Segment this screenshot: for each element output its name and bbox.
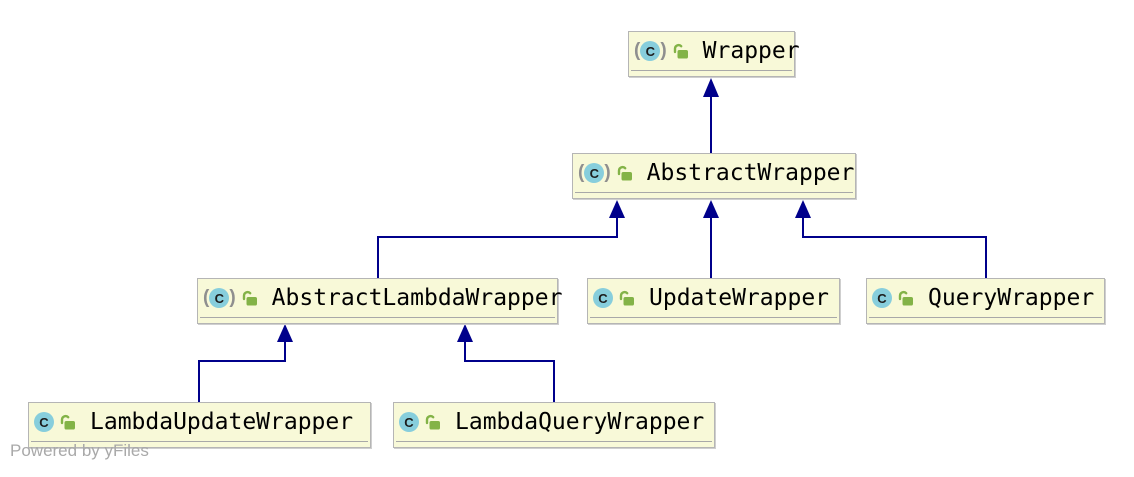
edge-lambdaupdatewrapper-to-abstractlambdawrapper [198, 342, 286, 402]
inheritance-arrowhead [703, 78, 719, 97]
class-node-updatewrapper[interactable]: UpdateWrapper [587, 278, 840, 324]
inheritance-arrowhead [795, 200, 811, 218]
class-node-lambdaupdatewrapper[interactable]: LambdaUpdateWrapper [28, 402, 371, 448]
class-name: QueryWrapper [928, 284, 1095, 311]
class-name: Wrapper [702, 37, 800, 64]
inheritance-arrowhead [703, 200, 719, 218]
lock-open-icon [424, 413, 442, 431]
class-name: LambdaUpdateWrapper [90, 408, 354, 435]
abstract-class-icon [203, 288, 236, 308]
lock-open-icon [59, 413, 77, 431]
abstract-class-icon [634, 41, 667, 61]
lock-open-icon [616, 164, 634, 182]
lock-open-icon [672, 42, 690, 60]
class-name: LambdaQueryWrapper [455, 408, 705, 435]
class-name: AbstractLambdaWrapper [271, 284, 563, 311]
lock-open-icon [241, 289, 259, 307]
class-icon [34, 412, 54, 432]
inheritance-arrowhead [457, 324, 473, 342]
edge-abstractlambdawrapper-to-abstractwrapper [377, 218, 618, 278]
lock-open-icon [897, 289, 915, 307]
inheritance-arrowhead [609, 200, 625, 218]
lock-open-icon [618, 289, 636, 307]
class-icon [399, 412, 419, 432]
inheritance-arrowhead [277, 324, 293, 342]
edge-querywrapper-to-abstractwrapper [802, 218, 987, 278]
class-node-wrapper[interactable]: Wrapper [628, 31, 800, 77]
class-name: AbstractWrapper [646, 159, 855, 186]
abstract-class-icon [578, 163, 611, 183]
class-icon [872, 288, 892, 308]
class-name: UpdateWrapper [649, 284, 830, 311]
class-node-abstractwrapper[interactable]: AbstractWrapper [572, 153, 856, 199]
edge-lambdaquerywrapper-to-abstractlambdawrapper [464, 342, 555, 402]
class-node-querywrapper[interactable]: QueryWrapper [866, 278, 1105, 324]
class-icon [593, 288, 613, 308]
class-node-abstractlambdawrapper[interactable]: AbstractLambdaWrapper [197, 278, 562, 324]
class-node-lambdaquerywrapper[interactable]: LambdaQueryWrapper [393, 402, 715, 448]
